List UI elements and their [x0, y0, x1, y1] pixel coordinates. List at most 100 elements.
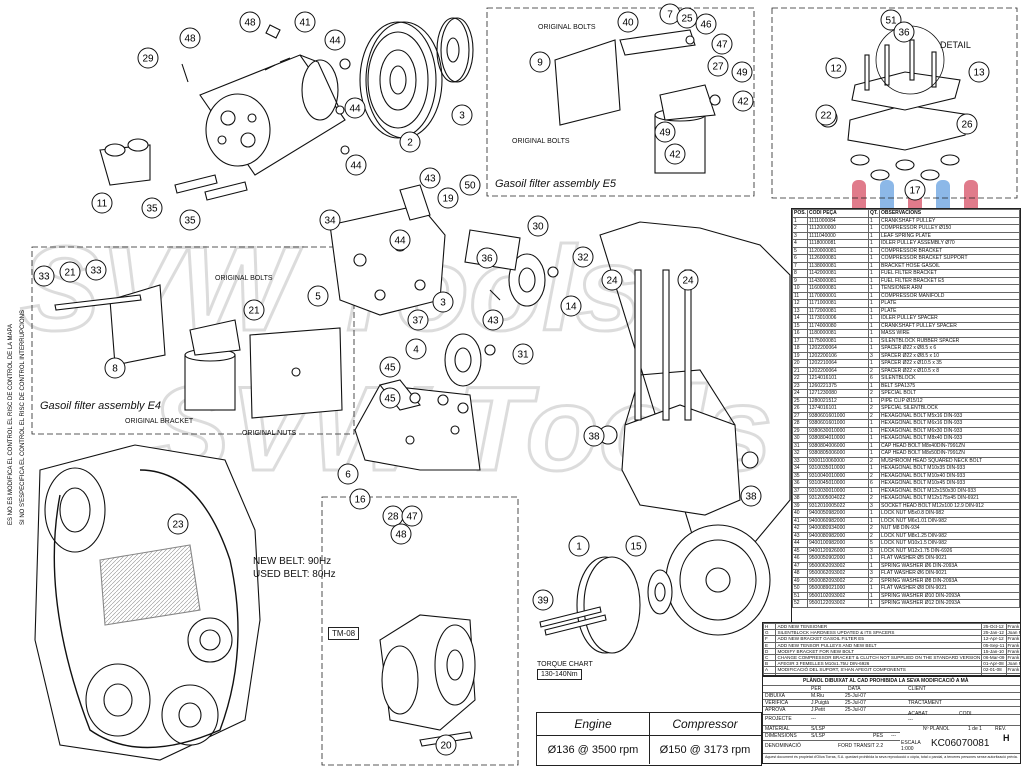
rev-cell-author: Frank V. — [1005, 641, 1020, 649]
bom-cell-pos: 42 — [792, 524, 808, 533]
balloon-number: 48 — [244, 18, 256, 29]
bom-cell-qty: 1 — [868, 359, 880, 368]
bom-cell-qty: 1 — [868, 284, 880, 293]
balloon-number: 34 — [324, 216, 336, 227]
part-balloon: 31 — [512, 343, 534, 365]
bom-cell-obs: HEXAGONAL BOLT M12x175x45 DIN-6921 — [879, 494, 1020, 503]
tb-aprova-name: J.Petit — [811, 707, 825, 713]
bom-header-row: POS. CODI PEÇA QT. OBSERVACIONS — [792, 209, 1020, 218]
balloon-number: 13 — [973, 68, 985, 79]
bom-cell-obs: FUEL FILTER BRACKET — [879, 269, 1020, 278]
bom-cell-obs: TENSIONER ARM — [879, 284, 1020, 293]
balloon-number: 47 — [716, 40, 728, 51]
bom-cell-qty: 1 — [868, 591, 880, 600]
bom-cell-pos: 26 — [792, 404, 808, 413]
bom-cell-pos: 25 — [792, 396, 808, 405]
balloon-number: 15 — [630, 542, 642, 553]
balloon-number: 3 — [459, 111, 465, 122]
bom-cell-obs: HEXAGONAL BOLT M10x40 DIN-933 — [879, 471, 1020, 480]
part-balloon: 11 — [91, 192, 113, 214]
bom-cell-obs: FLAT WASHER Ø5 DIN-9021 — [879, 554, 1020, 563]
balloon-number: 40 — [622, 18, 634, 29]
engine-block — [34, 444, 261, 761]
bom-cell-qty: 6 — [868, 479, 880, 488]
bom-cell-pos: 38 — [792, 494, 808, 503]
balloon-number: 38 — [745, 492, 757, 503]
bom-cell-pos: 2 — [792, 224, 808, 233]
balloon-number: 37 — [412, 316, 424, 327]
balloon-number: 36 — [481, 254, 493, 265]
bom-cell-code: 1260221375 — [807, 381, 869, 390]
title-block: PLÀNOL DIBUIXAT AL CAD PROHIBIDA LA SEVA… — [762, 676, 1021, 764]
bom-header-obs: OBSERVACIONS — [879, 209, 1020, 218]
balloon-circle — [740, 485, 762, 507]
tb-verifica: VERIFICA — [765, 700, 789, 706]
speed-compressor-value: Ø150 @ 3173 rpm — [659, 744, 751, 756]
bom-cell-obs: SOCKET HEAD BOLT M12x100 12.9 DIN-912 — [879, 501, 1020, 510]
bom-cell-code: 9500102093002 — [807, 591, 869, 600]
bom-cell-qty: 1 — [868, 336, 880, 345]
part-balloon: 33 — [85, 259, 107, 281]
balloon-circle — [654, 121, 676, 143]
bom-cell-code: 9500082093002 — [807, 576, 869, 585]
part-balloon: 45 — [379, 356, 401, 378]
tb-material: MATERIAL — [765, 726, 790, 732]
balloon-number: 44 — [394, 236, 406, 247]
margin-notes: ES NO ES MODIFICA EL CONTROL EL RISC DE … — [8, 310, 26, 525]
bom-cell-qty: 2 — [868, 471, 880, 480]
tb-sheet: 1 de 1 — [968, 726, 982, 732]
part-balloon: 35 — [141, 197, 163, 219]
label-original-bolts-e4: ORIGINAL BOLTS — [215, 275, 273, 282]
part-balloon: 9 — [529, 51, 551, 73]
bom-cell-qty: 1 — [868, 261, 880, 270]
bom-cell-pos: 32 — [792, 449, 808, 458]
bom-cell-pos: 48 — [792, 569, 808, 578]
belt-new: NEW BELT: 90Hz — [253, 556, 332, 567]
rev-cell-author: Frank V. — [1005, 635, 1020, 643]
bom-cell-obs: COMPRESSOR MANIFOLD — [879, 291, 1020, 300]
balloon-number: 44 — [350, 161, 362, 172]
balloon-circle — [179, 209, 201, 231]
label-gasoil-e5: Gasoil filter assembly E5 — [495, 178, 617, 190]
tb-projecte: PROJECTE — [765, 716, 792, 722]
balloon-number: 25 — [681, 14, 693, 25]
bom-cell-pos: 6 — [792, 254, 808, 263]
revision-row: REVMODIFICACIONSDATAPROJECTAT — [763, 672, 1020, 675]
bom-cell-code: 9380805006000 — [807, 449, 869, 458]
belt-used: USED BELT: 80Hz — [253, 569, 336, 580]
balloon-circle — [451, 104, 473, 126]
part-balloon: 8 — [104, 357, 126, 379]
balloon-number: 31 — [517, 350, 529, 361]
part-balloon: 21 — [59, 261, 81, 283]
bom-cell-qty: 1 — [868, 441, 880, 450]
balloon-number: 29 — [142, 54, 154, 65]
bom-cell-code: 1143000081 — [807, 276, 869, 285]
balloon-circle — [880, 9, 902, 31]
balloon-number: 46 — [700, 20, 712, 31]
balloon-number: 19 — [442, 194, 454, 205]
balloon-circle — [137, 47, 159, 69]
balloon-number: 44 — [349, 104, 361, 115]
part-balloon: 47 — [401, 505, 423, 527]
part-balloon: 6 — [337, 463, 359, 485]
bom-cell-qty: 1 — [868, 276, 880, 285]
balloon-number: 14 — [565, 302, 577, 313]
bom-cell-obs: CRANKSHAFT PULLEY SPACER — [879, 321, 1020, 330]
balloon-circle — [707, 55, 729, 77]
bom-cell-obs: FLAT WASHER Ø8 DIN-9021 — [879, 584, 1020, 593]
